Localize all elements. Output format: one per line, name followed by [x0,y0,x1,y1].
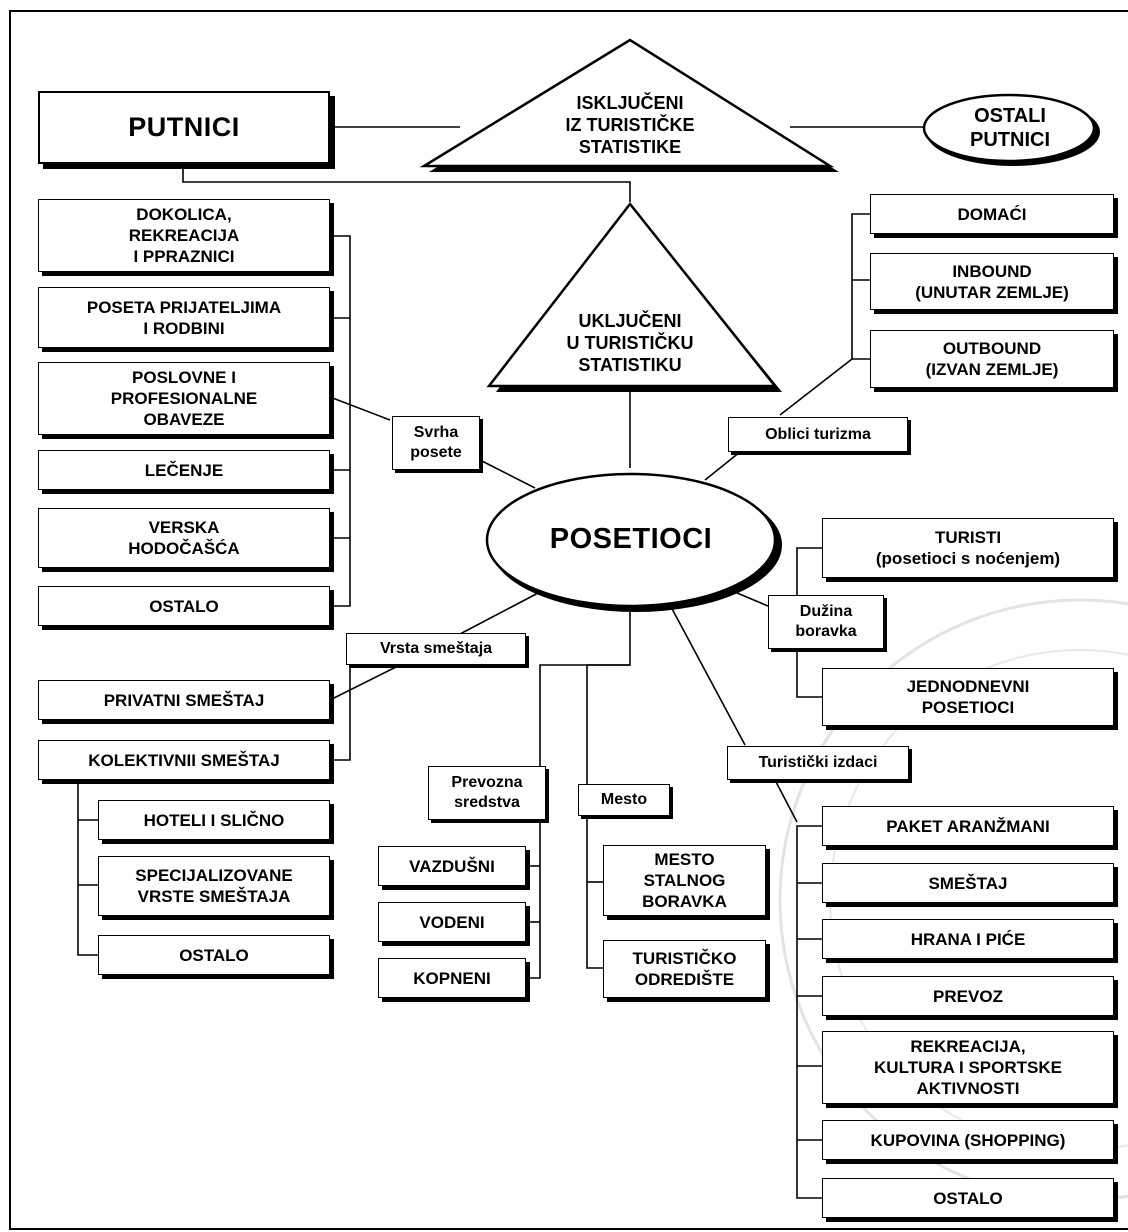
expenditure-recreation-box: REKREACIJA, KULTURA I SPORTSKE AKTIVNOST… [822,1031,1114,1104]
visitors-label: POSETIOCI [549,523,713,555]
included-label: UKLJUČENI U TURISTIČKU STATISTIKU [566,311,694,375]
accommodation-label: Vrsta smeštaja [346,633,526,665]
accommodation-private-box: PRIVATNI SMEŠTAJ [38,680,330,720]
expenditure-transport-box: PREVOZ [822,976,1114,1016]
collective-hotels-box: HOTELI I SLIČNO [98,800,330,840]
excluded-triangle [419,38,835,168]
expenditure-shopping-box: KUPOVINA (SHOPPING) [822,1120,1114,1160]
stay-length-label: Dužina boravka [768,595,884,649]
place-destination-box: TURISTIČKO ODREDIŠTE [603,940,766,998]
collective-other-box: OSTALO [98,935,330,975]
stay-daytrip-box: JEDNODNEVNI POSETIOCI [822,668,1114,726]
form-inbound-box: INBOUND (UNUTAR ZEMLJE) [870,253,1114,310]
excluded-label: ISKLJUČENI IZ TURISTIČKE STATISTIKE [565,93,695,157]
collective-specialized-box: SPECIJALIZOVANE VRSTE SMEŠTAJA [98,856,330,916]
expenditure-label: Turistički izdaci [727,746,909,780]
purpose-friends-box: POSETA PRIJATELJIMA I RODBINI [38,287,330,348]
expenditure-food-box: HRANA I PIĆE [822,919,1114,959]
form-domestic-box: DOMAĆI [870,194,1114,234]
transport-label: Prevozna sredstva [428,766,546,820]
purpose-business-box: POSLOVNE I PROFESIONALNE OBAVEZE [38,362,330,435]
travelers-box: PUTNICI [38,91,330,164]
purpose-label: Svrha posete [392,416,480,470]
place-label: Mesto [578,784,670,816]
purpose-religious-box: VERSKA HODOČAŠĆA [38,508,330,568]
purpose-leisure-box: DOKOLICA, REKREACIJA I PPRAZNICI [38,199,330,272]
transport-water-box: VODENI [378,902,526,942]
expenditure-accommodation-box: SMEŠTAJ [822,863,1114,903]
form-outbound-box: OUTBOUND (IZVAN ZEMLJE) [870,330,1114,388]
other-travelers-label: OSTALI PUTNICI [970,105,1050,151]
place-residence-box: MESTO STALNOG BORAVKA [603,845,766,916]
transport-land-box: KOPNENI [378,958,526,998]
included-triangle [486,201,778,388]
transport-air-box: VAZDUŠNI [378,846,526,886]
accommodation-collective-box: KOLEKTIVNII SMEŠTAJ [38,740,330,780]
forms-label: Oblici turizma [728,417,908,452]
expenditure-other-box: OSTALO [822,1178,1114,1218]
other-travelers-ellipse [922,93,1096,163]
purpose-health-box: LEČENJE [38,450,330,490]
stay-tourists-box: TURISTI (posetioci s noćenjem) [822,518,1114,578]
purpose-other-box: OSTALO [38,586,330,626]
expenditure-packages-box: PAKET ARANŽMANI [822,806,1114,846]
visitors-ellipse [485,472,777,608]
diagram-frame [9,10,1128,1230]
